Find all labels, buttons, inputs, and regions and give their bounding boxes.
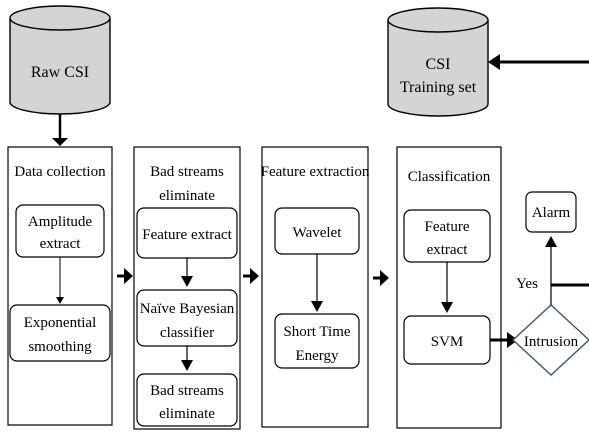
stage-data-collection: Data collection Amplitude extract Expone… — [7, 146, 113, 426]
bad-streams-eliminate-line1: Bad streams — [150, 383, 224, 399]
csi-training-database: CSI Training set — [387, 7, 489, 117]
stage-classification: Classification Feature extract SVM — [396, 146, 502, 429]
short-time-energy-line1: Short Time — [283, 324, 350, 340]
arrowhead-bayes-to-eliminate — [181, 360, 193, 371]
amplitude-extract-line2: extract — [40, 236, 82, 252]
alarm-box: Alarm — [525, 191, 577, 233]
feature-extract-label: Feature extract — [142, 227, 232, 243]
naive-bayes-line2: classifier — [160, 325, 214, 341]
arrowhead-feature-to-bayes — [181, 276, 193, 287]
stage-bad-streams: Bad streams eliminate Feature extract Na… — [133, 146, 241, 430]
arrowhead-feature-to-svm — [441, 302, 453, 313]
short-time-energy-box — [274, 313, 360, 369]
raw-csi-database: Raw CSI — [9, 5, 111, 115]
wavelet-label: Wavelet — [293, 225, 343, 241]
arrowhead-raw-to-collection — [52, 138, 68, 146]
exponential-smoothing-line2: smoothing — [28, 339, 92, 355]
csi-training-label-2: Training set — [400, 79, 477, 96]
classification-feature-extract-line2: extract — [427, 242, 469, 258]
arrowhead-collection-to-badstreams — [124, 268, 133, 284]
arrowhead-amplitude-to-smoothing — [56, 297, 64, 304]
classification-feature-extract-line1: Feature — [425, 219, 470, 235]
stage-feature-extraction: Feature extraction Wavelet Short Time En… — [261, 146, 370, 428]
exponential-smoothing-box — [9, 304, 111, 362]
exponential-smoothing-line1: Exponential — [24, 315, 96, 331]
stage-classification-title: Classification — [408, 169, 491, 185]
stage-bad-streams-title-2: eliminate — [159, 188, 215, 204]
short-time-energy-line2: Energy — [295, 348, 339, 364]
stage-feature-extraction-title: Feature extraction — [261, 164, 370, 180]
arrowhead-wavelet-to-energy — [311, 301, 323, 312]
arrowhead-featureext-to-classification — [380, 270, 389, 286]
intrusion-decision: Intrusion — [511, 304, 589, 376]
csi-training-label-1: CSI — [426, 56, 451, 73]
naive-bayes-line1: Naïve Bayesian — [140, 301, 235, 317]
bad-streams-eliminate-box — [136, 373, 238, 427]
yes-label: Yes — [516, 276, 538, 292]
raw-csi-label: Raw CSI — [31, 64, 89, 81]
arrowhead-intrusion-to-alarm — [545, 236, 557, 247]
svm-label: SVM — [431, 334, 464, 350]
bad-streams-eliminate-line2: eliminate — [159, 406, 215, 422]
amplitude-extract-line1: Amplitude — [28, 214, 93, 230]
arrowhead-into-training-set — [488, 54, 500, 70]
intrusion-label: Intrusion — [524, 334, 579, 350]
stage-data-collection-title: Data collection — [14, 164, 106, 180]
stage-bad-streams-title-1: Bad streams — [150, 164, 224, 180]
alarm-label: Alarm — [532, 205, 571, 221]
arrowhead-badstreams-to-featureext — [250, 268, 259, 284]
